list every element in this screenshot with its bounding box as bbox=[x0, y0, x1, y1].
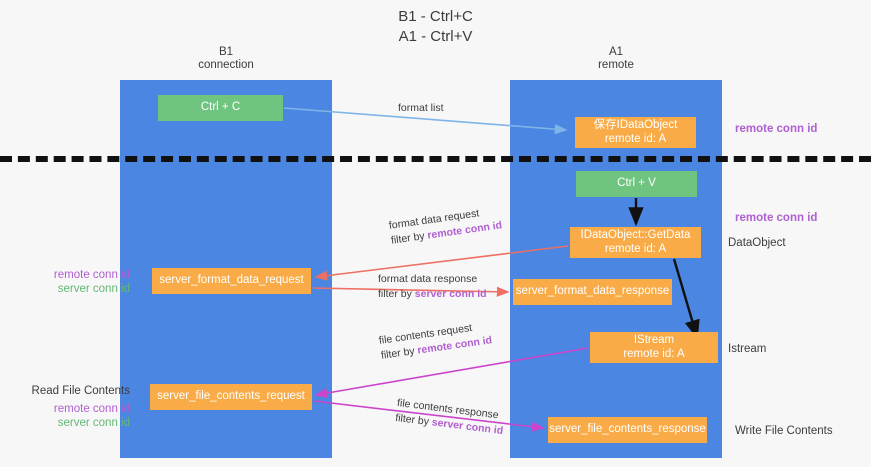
phase-divider bbox=[0, 156, 871, 162]
node-ctrl-c-label: Ctrl + C bbox=[200, 101, 241, 114]
node-ctrl-c[interactable]: Ctrl + C bbox=[158, 95, 283, 121]
node-server-format-data-response[interactable]: server_format_data_response bbox=[513, 279, 672, 305]
lane-header-a1-subtitle: remote bbox=[598, 59, 634, 71]
node-idataobject[interactable]: 保存IDataObject remote id: A bbox=[575, 117, 696, 148]
annotation-dataobject: DataObject bbox=[728, 237, 786, 249]
annotation-left-remote-conn-id-mid: remote conn id bbox=[53, 269, 130, 281]
node-server-format-data-response-label: server_format_data_response bbox=[515, 285, 670, 298]
filter-prefix: filter by bbox=[390, 229, 429, 247]
lane-header-b1-subtitle: connection bbox=[198, 59, 254, 71]
annotation-left-server-conn-id-bottom: server conn id bbox=[57, 417, 130, 429]
node-server-file-contents-response-label: server_file_contents_response bbox=[549, 423, 706, 436]
annotation-remote-conn-id-top: remote conn id bbox=[735, 123, 818, 135]
node-getdata-line1: IDataObject::GetData bbox=[580, 229, 691, 241]
edge-label-format-data-request: format data request filter by remote con… bbox=[388, 203, 503, 248]
node-server-file-contents-request-label: server_file_contents_request bbox=[157, 390, 305, 403]
node-server-file-contents-request[interactable]: server_file_contents_request bbox=[150, 384, 312, 410]
node-istream-line1: IStream bbox=[633, 334, 675, 346]
annotation-left-conn-ids-bottom: remote conn id server conn id bbox=[22, 402, 130, 430]
annotation-left-server-conn-id-mid: server conn id bbox=[57, 283, 130, 295]
filter-prefix: filter by bbox=[394, 411, 433, 429]
annotation-left-remote-conn-id-bottom: remote conn id bbox=[53, 403, 130, 415]
node-ctrl-v-label: Ctrl + V bbox=[617, 177, 656, 190]
node-server-file-contents-response[interactable]: server_file_contents_response bbox=[548, 417, 707, 443]
node-ctrl-v[interactable]: Ctrl + V bbox=[576, 171, 697, 197]
node-server-format-data-request-label: server_format_data_request bbox=[159, 274, 304, 287]
annotation-read-file-contents: Read File Contents bbox=[31, 385, 130, 397]
node-idataobject-line2: remote id: A bbox=[604, 132, 667, 145]
node-istream[interactable]: IStream remote id: A bbox=[590, 332, 718, 363]
node-idataobject-getdata[interactable]: IDataObject::GetData remote id: A bbox=[570, 227, 701, 258]
edge-label-file-contents-response: file contents response filter by server … bbox=[394, 396, 505, 439]
annotation-istream: Istream bbox=[728, 343, 767, 355]
filter-prefix: filter by bbox=[380, 344, 419, 362]
node-idataobject-line1: 保存IDataObject bbox=[593, 119, 678, 131]
annotation-write-file-contents: Write File Contents bbox=[735, 425, 833, 437]
lane-header-b1-name: B1 bbox=[218, 46, 234, 58]
title-line-1: B1 - Ctrl+C bbox=[398, 8, 473, 25]
annotation-left-conn-ids-mid: remote conn id server conn id bbox=[22, 268, 130, 296]
edge-label-format-data-response-line2: filter by server conn id bbox=[378, 287, 487, 302]
filter-key-server-conn-id: server conn id bbox=[414, 288, 487, 300]
node-server-format-data-request[interactable]: server_format_data_request bbox=[152, 268, 311, 294]
node-getdata-line2: remote id: A bbox=[604, 242, 667, 255]
edge-label-format-list: format list bbox=[398, 101, 444, 116]
annotation-remote-conn-id-mid: remote conn id bbox=[735, 212, 818, 224]
title-line-2: A1 - Ctrl+V bbox=[398, 28, 473, 45]
edge-label-format-data-response-line1: format data response bbox=[378, 273, 478, 285]
edge-label-format-data-response: format data response filter by server co… bbox=[378, 272, 487, 302]
diagram-title: B1 - Ctrl+C A1 - Ctrl+V bbox=[0, 7, 871, 47]
node-istream-line2: remote id: A bbox=[623, 347, 685, 360]
edge-label-format-list-text: format list bbox=[398, 102, 444, 114]
edge-label-file-contents-request: file contents request filter by remote c… bbox=[378, 318, 493, 363]
filter-prefix: filter by bbox=[378, 288, 415, 300]
lane-header-a1: A1 remote bbox=[510, 46, 722, 72]
lane-header-b1: B1 connection bbox=[120, 46, 332, 72]
lane-header-a1-name: A1 bbox=[608, 46, 624, 58]
